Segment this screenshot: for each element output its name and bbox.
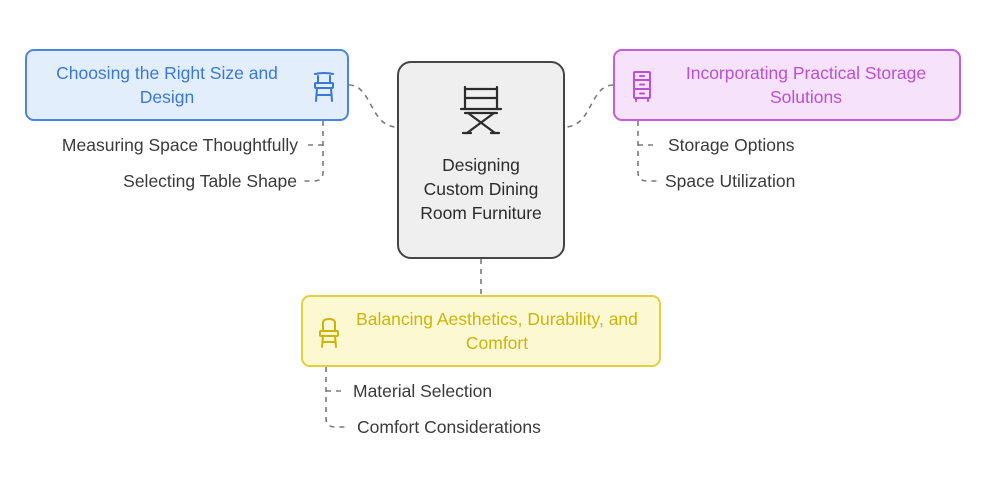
central-topic-title: Designing Custom Dining Room Furniture (420, 155, 542, 223)
leaf-measuring-space: Measuring Space Thoughtfully (61, 135, 298, 155)
topic-aesthetics-title: Balancing Aesthetics, Durability, and Co… (356, 309, 638, 353)
bar-stool-icon (314, 72, 334, 102)
leaf-table-shape: Selecting Table Shape (123, 171, 297, 191)
leaf-space-utilization: Space Utilization (665, 171, 796, 191)
leaf-comfort-considerations: Comfort Considerations (357, 417, 541, 437)
central-topic-node: Designing Custom Dining Room Furniture (397, 61, 565, 259)
leaf-storage-options: Storage Options (668, 135, 795, 155)
topic-storage-title: Incorporating Practical Storage Solution… (685, 63, 927, 107)
leaf-material-selection: Material Selection (353, 381, 493, 401)
directors-chair-icon (459, 85, 503, 135)
topic-size-design-title: Choosing the Right Size and Design (56, 63, 278, 107)
dresser-icon (633, 71, 651, 102)
topic-aesthetics: Balancing Aesthetics, Durability, and Co… (301, 295, 661, 367)
topic-storage: Incorporating Practical Storage Solution… (613, 49, 961, 121)
chair-icon (319, 318, 339, 348)
topic-size-design: Choosing the Right Size and Design (25, 49, 349, 121)
